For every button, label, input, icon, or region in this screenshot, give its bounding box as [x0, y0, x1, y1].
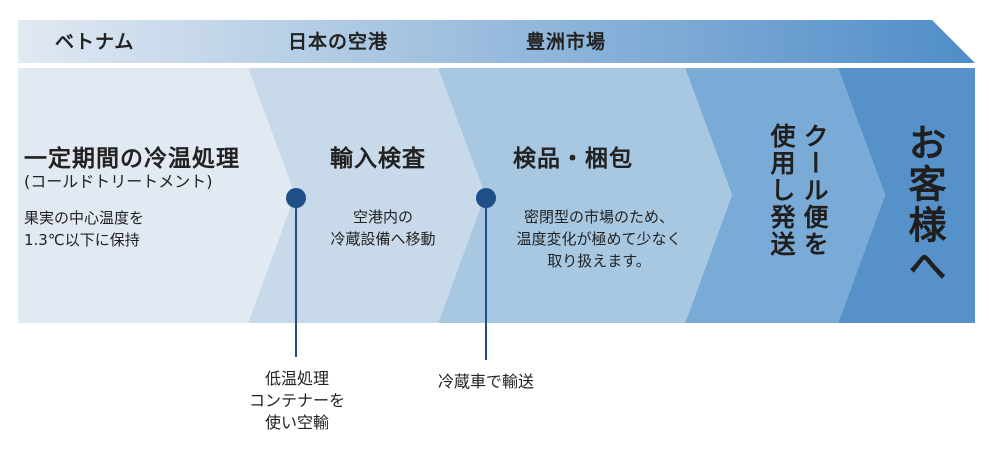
- header-label-japan-airport: 日本の空港: [288, 31, 389, 53]
- header-label-vietnam: ベトナム: [55, 31, 135, 53]
- stage-3-line: 取り扱えます。: [547, 252, 651, 270]
- transport-1-note: 低温処理 コンテナーを 使い空輸: [249, 368, 345, 434]
- stage-3-line: 温度変化が極めて少なく: [516, 230, 682, 248]
- stage-5-chevron: [838, 68, 975, 323]
- stage-2-text: 空港内の 冷蔵設備へ移動: [330, 206, 435, 250]
- transport-1-line: コンテナーを: [248, 391, 346, 410]
- stage-4-chevron: [685, 68, 885, 323]
- stage-2-line: 空港内の: [352, 208, 414, 226]
- stage-1-title: 一定期間の冷温処理: [24, 146, 240, 172]
- transport-2-note: 冷蔵車で輸送: [438, 371, 534, 393]
- transport-1-marker: [286, 188, 306, 208]
- stage-4-column-left: 使用し発送: [767, 123, 796, 258]
- transport-1-line: 低温処理: [264, 369, 330, 388]
- header-ribbon: [18, 20, 975, 63]
- stage-1-line: 果実の中心温度を: [24, 209, 145, 227]
- stage-3-title: 検品・梱包: [513, 146, 633, 172]
- stage-3-line: 密閉型の市場のため、: [523, 208, 675, 226]
- stage-1-chevron: [18, 68, 295, 323]
- stage-1-subtitle: (コールドトリートメント): [24, 172, 213, 191]
- stage-1-text: 果実の中心温度を 1.3℃以下に保持: [24, 207, 144, 251]
- stage-2-line: 冷蔵設備へ移動: [330, 230, 436, 248]
- transport-2-marker: [476, 188, 496, 208]
- transport-1-line: 使い空輸: [264, 413, 330, 432]
- stage-4-column-right: クール便を: [800, 123, 829, 258]
- header-label-toyosu-market: 豊洲市場: [526, 31, 607, 53]
- stage-3-chevron: [438, 68, 732, 323]
- stage-3-text: 密閉型の市場のため、 温度変化が極めて少なく 取り扱えます。: [516, 206, 681, 272]
- stage-1-line: 1.3℃以下に保持: [24, 231, 140, 249]
- stage-2-title: 輸入検査: [330, 146, 426, 172]
- stage-2-chevron: [248, 68, 485, 323]
- stage-5-final: お客様へ: [902, 123, 946, 287]
- transport-2-line: 冷蔵車で輸送: [437, 372, 535, 391]
